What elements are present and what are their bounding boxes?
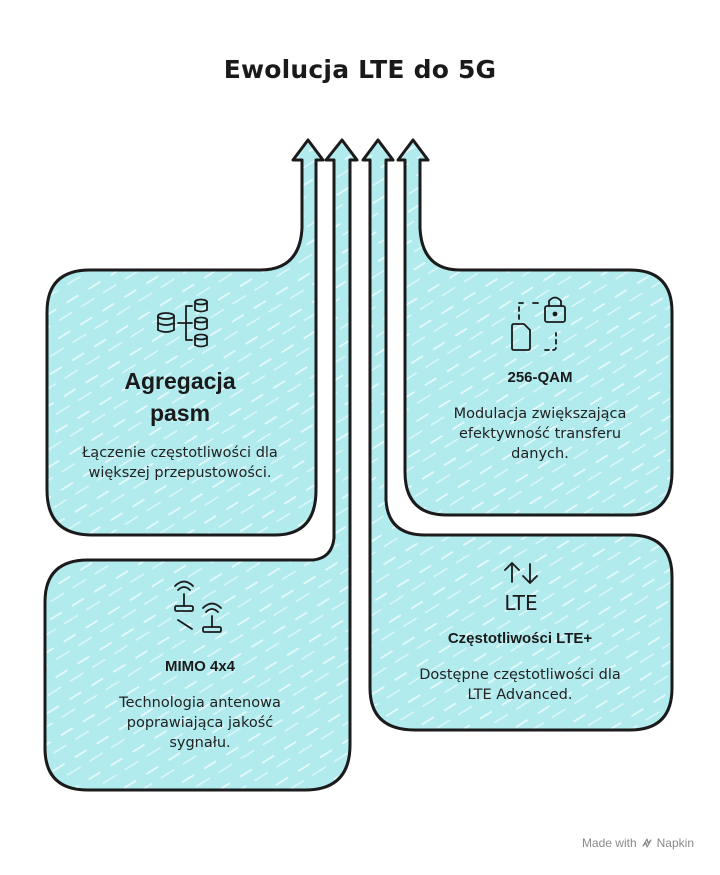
database-split-icon [157,298,208,348]
card-description: Modulacja zwiększająca efektywność trans… [453,406,627,462]
card-czestotliwosci [361,138,674,732]
napkin-logo-icon [642,838,652,848]
card-heading: Częstotliwości LTE+ [447,630,593,647]
card-mimo [43,138,359,792]
napkin-credit[interactable]: Made with Napkin [582,836,694,850]
card-heading: 256-QAM [507,369,573,386]
card-description: Dostępne częstotliwości dla LTE Advanced… [419,667,621,703]
lte-arrows-icon [504,562,538,584]
card-heading: MIMO 4x4 [164,658,236,675]
made-with-label: Made with [581,836,637,850]
antenna-icon [174,580,222,633]
napkin-brand: Napkin [656,836,694,850]
card-256-qam-text: 256-QAM Modulacja zwiększająca efektywno… [420,368,660,464]
card-agregacja-pasm-text: Agregacja pasm Łączenie częstotliwości d… [60,365,300,483]
card-heading: Agregacja pasm [124,368,236,426]
card-czestotliwosci-text: Częstotliwości LTE+ Dostępne częstotliwo… [400,629,640,705]
card-mimo-text: MIMO 4x4 Technologia antenowa poprawiają… [80,657,320,753]
file-lock-icon [511,296,566,351]
lte-icon-label: LTE [504,591,537,615]
card-description: Technologia antenowa poprawiająca jakość… [119,695,281,751]
card-agregacja-pasm [45,138,325,537]
card-256-qam [396,138,674,517]
page-title: Ewolucja LTE do 5G [223,55,497,84]
card-description: Łączenie częstotliwości dla większej prz… [82,445,278,481]
